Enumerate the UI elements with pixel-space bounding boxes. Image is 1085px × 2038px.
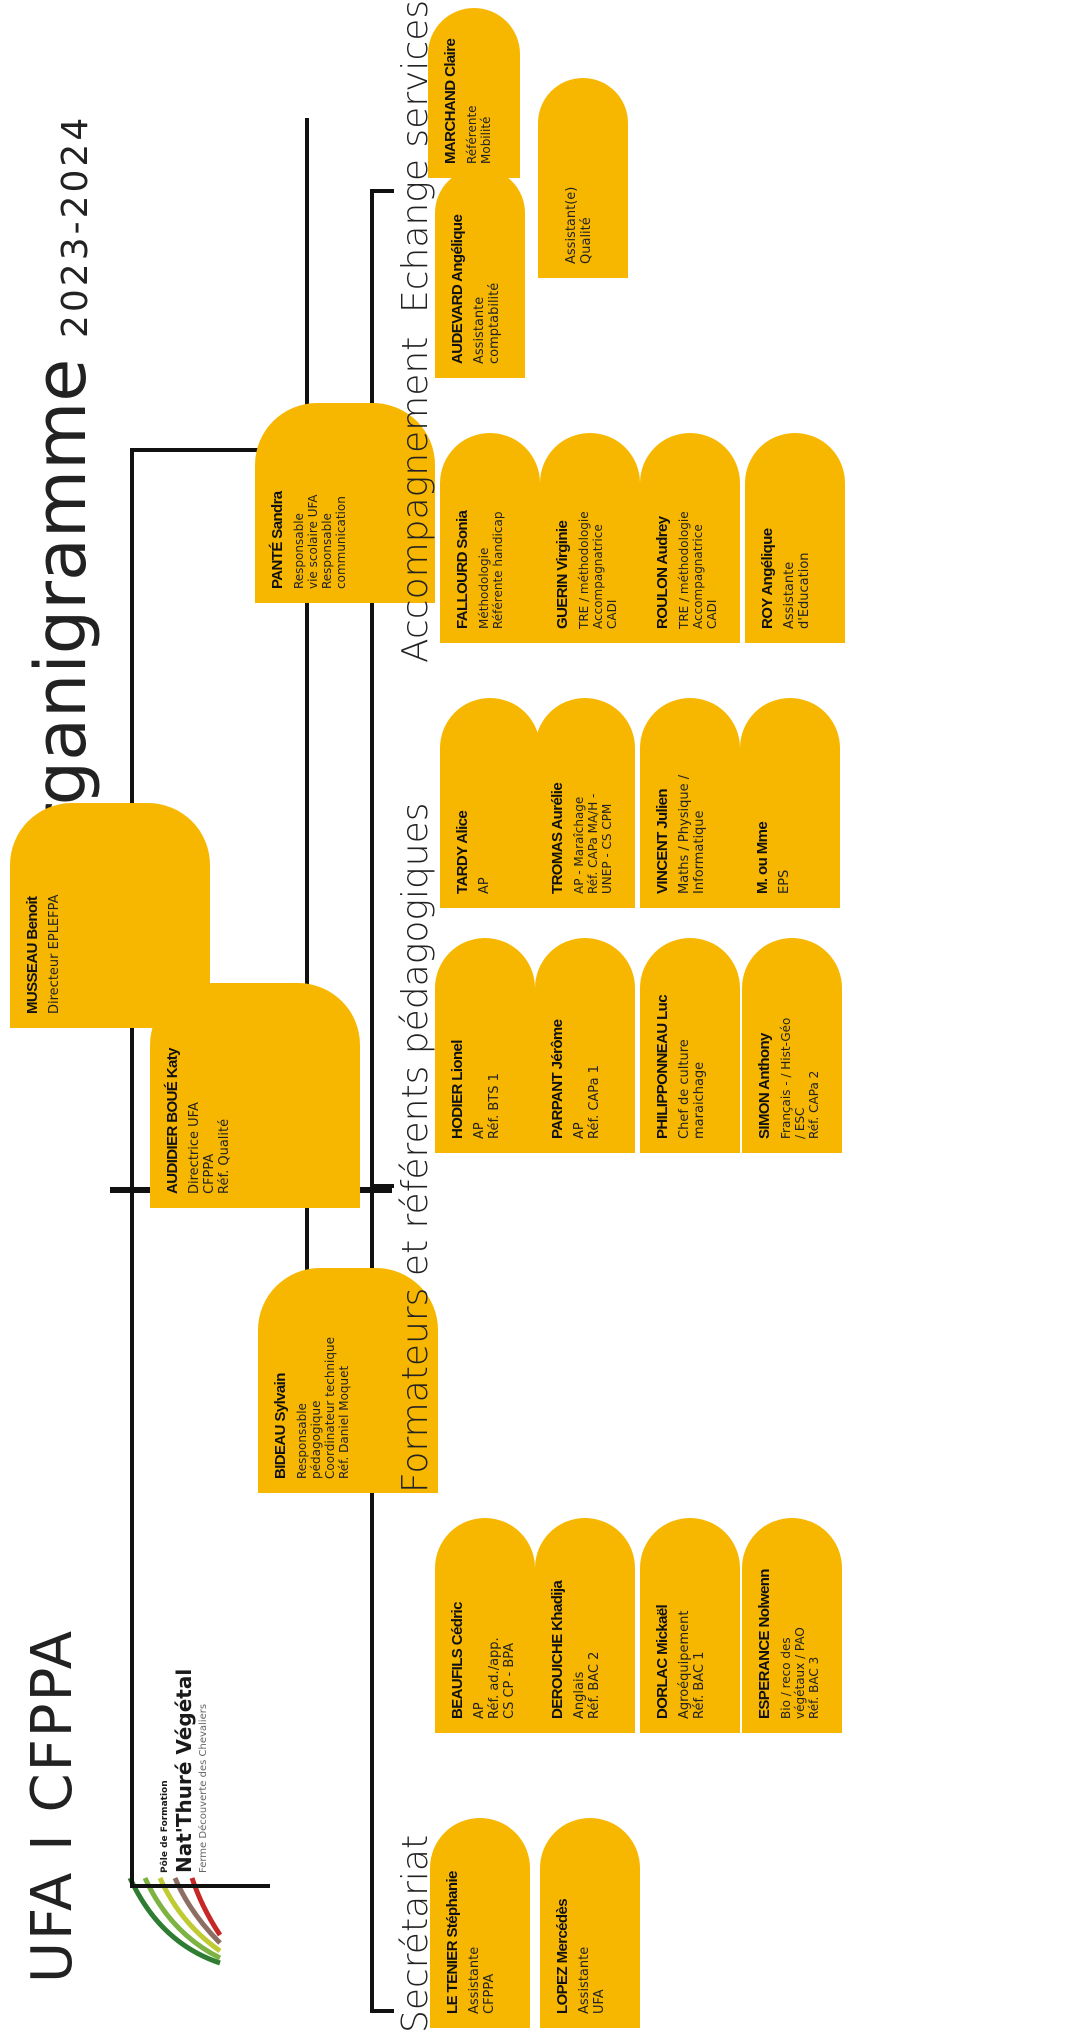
connector-secretariat [370,2009,394,2013]
connector-formateurs [370,1184,394,1188]
person-name: BEAUFILS Cédric [449,1602,466,1719]
person-name: TROMAS Aurélie [549,782,566,894]
connector-to-pante [130,448,270,452]
brand-title: UFA I CFPPA [20,1628,85,1983]
person-name: FALLOURD Sonia [454,510,471,629]
person-name: SIMON Anthony [756,1033,773,1139]
person-name: ROY Angélique [759,528,776,629]
person-card-assistant-qualite: Assistant(e)Qualité [538,78,628,278]
logo-subtitle: Ferme Découverte des Chevaliers [198,1703,209,1873]
person-name: GUERIN Virginie [554,520,571,629]
person-name: DORLAC Mickaël [654,1604,671,1719]
page-year: 2023-2024 [55,114,96,338]
person-name: BIDEAU Sylvain [272,1373,289,1479]
person-name: M. ou Mme [754,821,771,894]
person-name: DEROUICHE Khadija [549,1580,566,1719]
section-label-formateurs: Formateurs et référents pédagogiques [395,802,436,1493]
person-roles: EPS [777,869,792,894]
person-name: MARCHAND Claire [442,38,459,164]
person-roles: Maths / Physique /Informatique [677,774,707,894]
person-name: PHILIPPONNEAU Luc [654,995,671,1139]
person-name: AUDIDIER BOUÉ Katy [164,1048,181,1194]
person-card-vincent: VINCENT Julien Maths / Physique /Informa… [640,698,740,908]
logo: Pôle de Formation Nat'Thuré Végétal Ferm… [120,1669,235,1973]
person-card-simon: SIMON Anthony Français - / Hist-Géo/ ESC… [742,938,842,1153]
connector-echange [370,189,394,193]
leaf-logo-icon [127,1876,223,1966]
person-name: AUDEVARD Angélique [449,214,466,364]
person-name: LOPEZ Mercédès [554,1899,571,2014]
logo-name: Nat'Thuré Végétal [172,1668,196,1873]
person-roles: Directeur EPLEFPA [47,894,62,1014]
person-name: HODIER Lionel [449,1040,466,1139]
logo-pole: Pôle de Formation [160,1780,170,1873]
section-label-accompagnement: Accompagnement [395,336,436,663]
person-roles: AP [477,877,492,894]
connector-top-span [130,450,134,1888]
person-name: PARPANT Jérôme [549,1019,566,1139]
person-card-m-ou-mme: M. ou Mme EPS [740,698,840,908]
person-name: ESPERANCE Nolwenn [756,1569,773,1719]
person-name: MUSSEAU Benoit [24,896,41,1014]
person-name: VINCENT Julien [654,789,671,894]
person-name: ROULON Audrey [654,516,671,630]
person-card-tardy: TARDY Alice AP [440,698,540,908]
person-name: TARDY Alice [454,810,471,894]
person-name: LE TENIER Stéphanie [444,1871,461,2014]
person-roles: Assistant(e)Qualité [564,186,594,264]
person-name: PANTÉ Sandra [269,491,286,589]
connector-to-bideau [130,1884,270,1888]
